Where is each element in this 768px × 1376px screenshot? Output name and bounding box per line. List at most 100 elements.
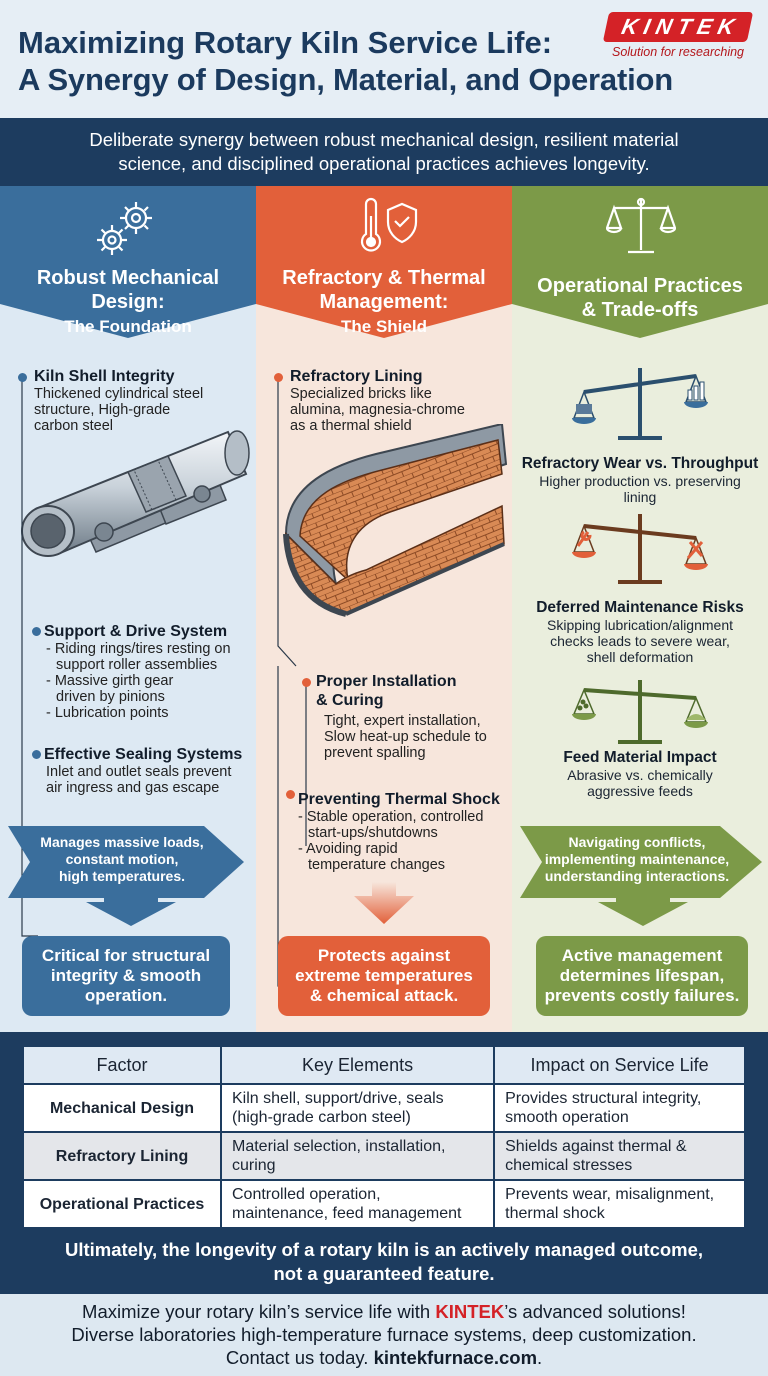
tradeoff-line: checks leads to severe wear,	[550, 633, 730, 649]
section-thermal-shock: Preventing Thermal Shock - Stable operat…	[298, 790, 500, 873]
column-header: Factor	[22, 1045, 222, 1085]
footer-line-2: Diverse laboratories high-temperature fu…	[71, 1324, 697, 1345]
cell-line: curing	[232, 1157, 276, 1174]
logo-tagline: Solution for researching	[611, 45, 745, 59]
footer-text: .	[537, 1347, 543, 1368]
cell-line: Material selection, installation,	[232, 1138, 446, 1155]
impact-cell: Prevents wear, misalignment, thermal shoc…	[493, 1179, 746, 1229]
bullet-dot	[302, 678, 311, 687]
title-line-1: Maximizing Rotary Kiln Service Life:	[18, 25, 553, 60]
flow-line: constant motion,	[65, 851, 179, 867]
scale-wear-throughput-icon	[572, 368, 708, 440]
scale-maintenance-icon	[572, 514, 708, 584]
body-line: Tight, expert installation,	[324, 713, 481, 729]
section-body: - Riding rings/tires resting on support …	[44, 641, 231, 721]
body-line: prevent spalling	[324, 745, 426, 761]
cell-line: (high-grade carbon steel)	[232, 1109, 411, 1126]
body-line: - Riding rings/tires resting on	[46, 641, 231, 657]
elements-cell: Controlled operation,maintenance, feed m…	[219, 1179, 496, 1229]
footer-line-3: Contact us today. kintekfurnace.com.	[0, 1346, 768, 1369]
section-body: Thickened cylindrical steel structure, H…	[34, 386, 203, 434]
elements-cell: Material selection, installation, curing	[219, 1131, 496, 1181]
footer-text: ’s advanced solutions!	[504, 1301, 686, 1322]
result-line: Critical for structural	[41, 946, 211, 965]
footer-link[interactable]: kintekfurnace.com	[373, 1347, 538, 1368]
body-line: Inlet and outlet seals prevent	[46, 764, 232, 780]
table-row: Refractory Lining Material selection, in…	[22, 1131, 746, 1181]
result-line: operation.	[84, 986, 168, 1005]
body-line: structure, High-grade	[34, 402, 171, 418]
body-line: air ingress and gas escape	[46, 780, 220, 796]
arrow-shape	[520, 826, 762, 926]
summary-section: Factor Key Elements Impact on Service Li…	[0, 1032, 768, 1294]
section-heading: Refractory Lining	[290, 368, 423, 385]
section-installation-curing: Proper Installation & Curing Tight, expe…	[316, 672, 487, 761]
cell-line: Prevents wear, misalignment,	[505, 1186, 715, 1203]
cell-line: Provides structural integrity,	[505, 1090, 702, 1107]
column-title: Operational Practices & Trade-offs	[512, 274, 768, 322]
refractory-lining-illustration	[283, 424, 508, 617]
cell-line: thermal shock	[505, 1205, 605, 1222]
page-title: Maximizing Rotary Kiln Service Life: A S…	[18, 24, 673, 98]
tradeoff-wear-throughput: Refractory Wear vs. Throughput Higher pr…	[512, 454, 768, 505]
section-heading: Support & Drive System	[44, 623, 228, 640]
cell-line: Controlled operation,	[232, 1186, 381, 1203]
section-support-drive: Support & Drive System - Riding rings/ti…	[44, 622, 231, 721]
flow-arrow: Manages massive loads, constant motion, …	[8, 822, 248, 928]
body-line: Specialized bricks like	[290, 386, 432, 402]
result-line: extreme temperatures	[295, 966, 473, 985]
conclusion-line: Ultimately, the longevity of a rotary ki…	[64, 1239, 704, 1260]
thermometer-shield-icon	[360, 197, 418, 252]
flow-line: Navigating conflicts,	[568, 834, 706, 850]
logo-mark: KINTEK	[602, 12, 754, 42]
column-header: Robust Mechanical Design: The Foundation	[0, 186, 256, 344]
scale-feed-material-icon	[572, 680, 708, 744]
result-line: & chemical attack.	[309, 986, 459, 1005]
table-header-row: Factor Key Elements Impact on Service Li…	[22, 1045, 746, 1085]
result-box: Protects against extreme temperatures & …	[278, 936, 490, 1016]
flow-line: implementing maintenance,	[544, 851, 730, 867]
column-refractory: Refractory & Thermal Management: The Shi…	[256, 186, 512, 1032]
body-line: - Avoiding rapid	[298, 841, 398, 857]
bullet-dot	[274, 373, 283, 382]
table-row: Operational Practices Controlled operati…	[22, 1179, 746, 1229]
result-box: Active management determines lifespan, p…	[536, 936, 748, 1016]
body-line: temperature changes	[308, 857, 446, 873]
tradeoff-heading: Refractory Wear vs. Throughput	[521, 455, 759, 472]
elements-cell: Kiln shell, support/drive, seals(high-gr…	[219, 1083, 496, 1133]
cell-line: smooth operation	[505, 1109, 629, 1126]
body-line: - Massive girth gear	[46, 673, 174, 689]
section-body: Inlet and outlet seals prevent air ingre…	[44, 764, 242, 796]
arrow-shape	[8, 826, 244, 926]
section-body: Tight, expert installation, Slow heat-up…	[324, 713, 487, 761]
result-line: Active management	[561, 946, 723, 965]
cell-line: chemical stresses	[505, 1157, 633, 1174]
rotary-kiln-illustration	[21, 430, 250, 557]
column-subtitle: The Foundation	[64, 317, 192, 336]
flow-text: Navigating conflicts, implementing maint…	[532, 834, 742, 885]
tradeoff-line: Abrasive vs. chemically	[567, 767, 713, 783]
body-line: driven by pinions	[56, 689, 165, 705]
footer-text: Maximize your rotary kiln’s service life…	[82, 1301, 436, 1322]
body-line: Slow heat-up schedule to	[324, 729, 487, 745]
flow-arrow: Navigating conflicts, implementing maint…	[520, 822, 764, 928]
section-heading: Kiln Shell Integrity	[34, 368, 175, 385]
column-mechanical-design: Robust Mechanical Design: The Foundation…	[0, 186, 256, 1032]
bullet-dot	[286, 790, 295, 799]
footer-text: Contact us today.	[225, 1347, 374, 1368]
result-line: prevents costly failures.	[544, 986, 740, 1005]
tradeoff-line: shell deformation	[586, 649, 694, 665]
body-line: Thickened cylindrical steel	[34, 386, 204, 402]
chevron-banner	[512, 186, 768, 338]
intro-line-2: science, and disciplined operational pra…	[118, 153, 650, 174]
section-sealing: Effective Sealing Systems Inlet and outl…	[44, 745, 242, 796]
tradeoff-line: Skipping lubrication/alignment	[547, 617, 733, 633]
header: Maximizing Rotary Kiln Service Life: A S…	[0, 0, 768, 118]
gears-icon	[97, 202, 152, 255]
down-arrow-icon	[354, 882, 414, 924]
summary-table: Factor Key Elements Impact on Service Li…	[22, 1045, 746, 1229]
title-line-2: A Synergy of Design, Material, and Opera…	[18, 62, 673, 97]
tradeoff-heading: Feed Material Impact	[563, 749, 717, 766]
title-line: Operational Practices	[537, 275, 743, 297]
intro-line-1: Deliberate synergy between robust mechan…	[89, 129, 679, 150]
